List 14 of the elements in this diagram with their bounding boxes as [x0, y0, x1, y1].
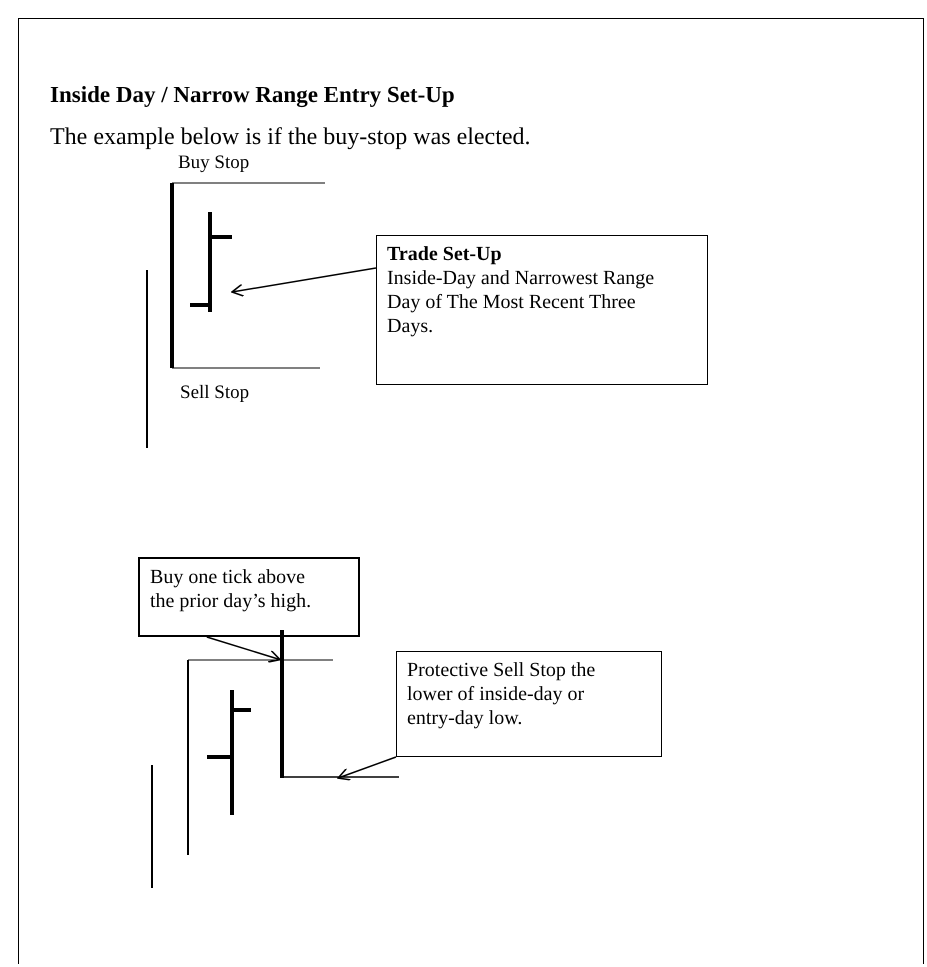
- subtitle: The example below is if the buy-stop was elected.: [50, 124, 531, 151]
- title: Inside Day / Narrow Range Entry Set-Up: [50, 82, 455, 108]
- price-label: Buy Stop: [178, 152, 250, 174]
- price-bar: [188, 212, 232, 312]
- leader-arrow: [206, 636, 281, 663]
- price-label: Sell Stop: [180, 382, 250, 404]
- callout-text: Inside-Day and Narrowest Range Day of The Most Recent Three Days.: [387, 266, 656, 338]
- callout-heading: Trade Set-Up: [387, 242, 503, 266]
- leader-arrow: [337, 756, 396, 781]
- stop-line: [282, 776, 399, 778]
- callout-text: Buy one tick above the prior day’s high.: [150, 565, 312, 613]
- price-bar: [280, 630, 284, 778]
- leader-arrow: [231, 267, 376, 297]
- callout-text: Protective Sell Stop the lower of inside-day or entry-day low.: [407, 658, 596, 730]
